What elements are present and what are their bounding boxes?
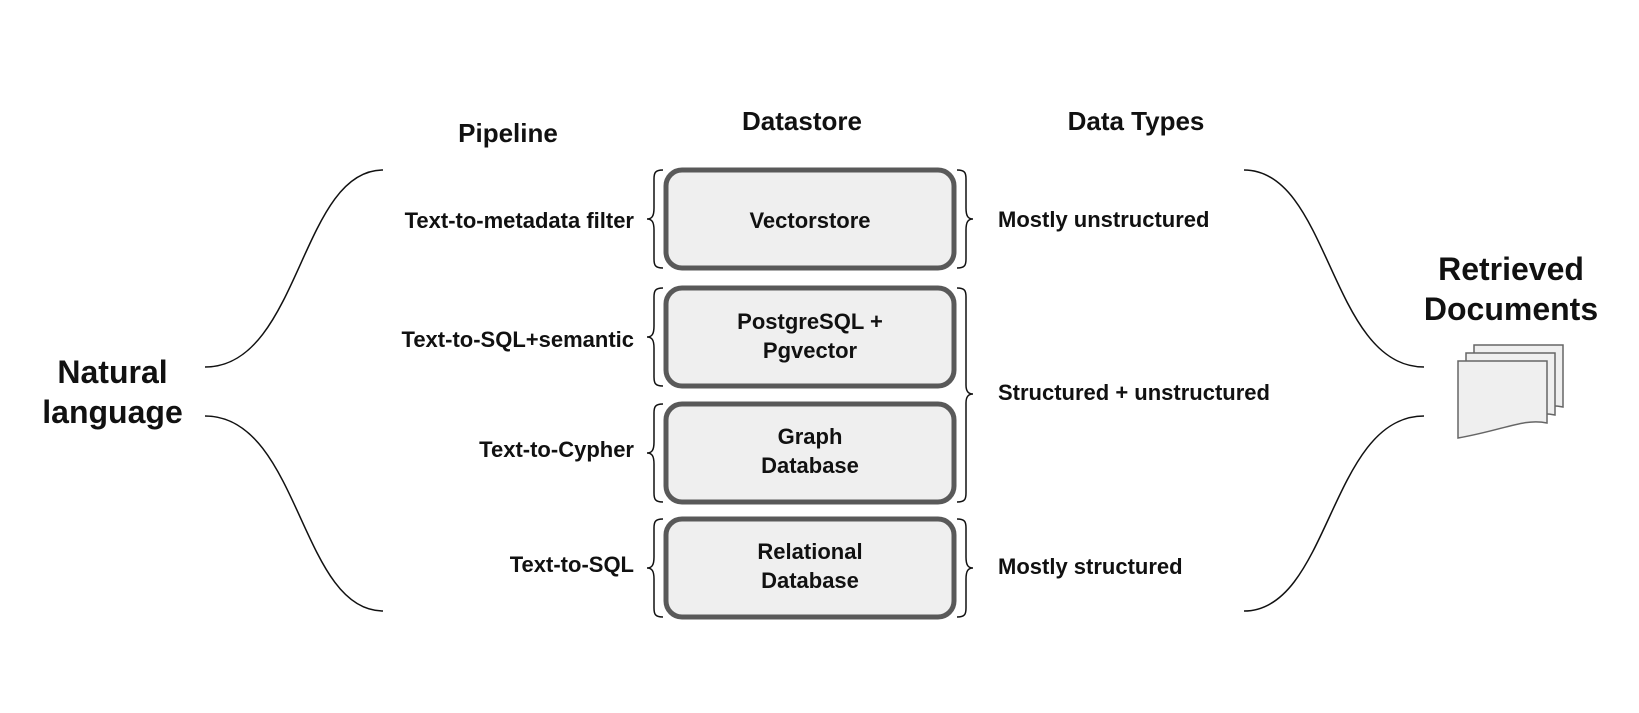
datastore-relational-line-1: Relational xyxy=(757,539,863,564)
left-brace-3 xyxy=(646,403,664,503)
datastore-vectorstore-label: Vectorstore xyxy=(670,206,950,235)
left-brace-4 xyxy=(646,518,664,618)
datastore-graph-line-2: Database xyxy=(761,453,859,478)
fan-curve-top-right xyxy=(1243,169,1425,368)
pipeline-stage-sql-semantic: Text-to-SQL+semantic xyxy=(401,327,634,352)
left-brace-2 xyxy=(646,287,664,387)
retrieved-documents-label: Retrieved Documents xyxy=(1423,251,1599,327)
data-type-structured-unstructured: Structured + unstructured xyxy=(998,380,1270,405)
datastore-box-relational xyxy=(663,516,957,620)
datastore-postgres-label: PostgreSQL + Pgvector xyxy=(670,307,950,365)
datastore-box-postgres xyxy=(663,285,957,389)
right-brace-2 xyxy=(956,287,974,503)
data-type-mostly-unstructured: Mostly unstructured xyxy=(998,207,1210,232)
datastore-vectorstore-line-1: Vectorstore xyxy=(749,208,871,233)
data-type-mostly-structured: Mostly structured xyxy=(998,554,1183,579)
pipeline-stage-metadata-filter: Text-to-metadata filter xyxy=(404,208,634,233)
header-pipeline: Pipeline xyxy=(458,118,558,148)
datastore-relational-label: Relational Database xyxy=(670,537,950,595)
documents-stack-icon xyxy=(1457,344,1564,439)
datastore-postgres-line-2: Pgvector xyxy=(762,338,858,363)
datastore-box-vectorstore xyxy=(663,167,957,271)
pipeline-stage-sql: Text-to-SQL xyxy=(509,552,634,577)
fan-curve-bottom-left xyxy=(204,415,384,612)
datastore-relational-line-2: Database xyxy=(761,568,859,593)
natural-language-label: Natural language xyxy=(42,354,183,430)
fan-curve-top-left xyxy=(204,169,384,368)
left-brace-1 xyxy=(646,169,664,269)
right-brace-3 xyxy=(956,518,974,618)
header-datastore: Datastore xyxy=(742,106,862,136)
datastore-graph-line-1: Graph xyxy=(777,424,843,449)
datastore-box-graph xyxy=(663,401,957,505)
header-data-types: Data Types xyxy=(1067,106,1205,136)
fan-curve-bottom-right xyxy=(1243,415,1425,612)
pipeline-stage-cypher: Text-to-Cypher xyxy=(479,437,634,462)
datastore-graph-label: Graph Database xyxy=(670,422,950,480)
right-brace-1 xyxy=(956,169,974,269)
datastore-postgres-line-1: PostgreSQL + xyxy=(737,309,883,334)
